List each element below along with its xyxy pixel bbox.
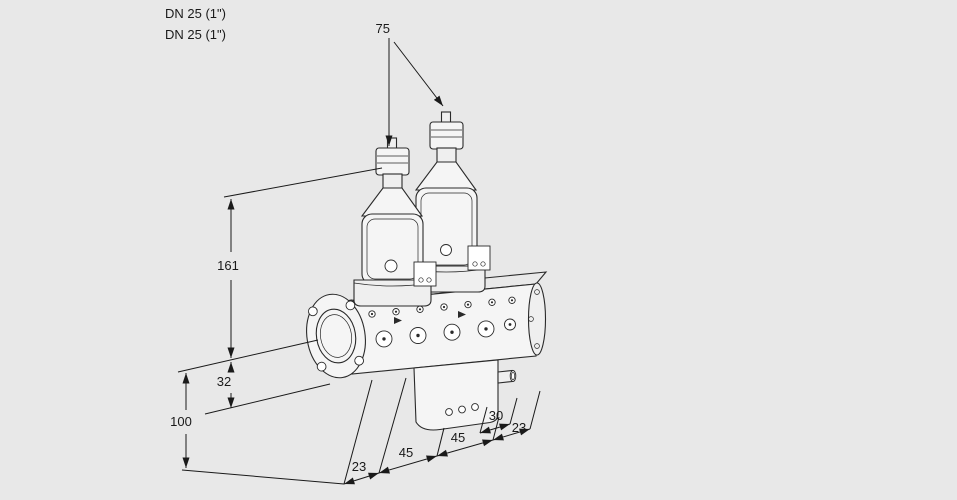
extension-line: [479, 406, 488, 434]
cable-gland-hole: [440, 244, 452, 256]
base-skirt: [353, 279, 432, 307]
dim-bottom-chain: [343, 377, 541, 485]
flange-thread: [319, 314, 353, 358]
terminal-box: [467, 245, 491, 271]
extension-line: [204, 383, 331, 415]
extension-line: [378, 377, 407, 474]
axis-extension-line: [177, 339, 319, 373]
dim-23-right-label: 23: [512, 420, 526, 435]
body-screw-row: [375, 318, 516, 348]
shoulder-cone: [360, 187, 424, 217]
pipe-flange: [306, 293, 366, 379]
flow-arrow-icon: [394, 317, 402, 324]
dim-45-right-label: 45: [451, 430, 465, 445]
neck: [436, 147, 457, 164]
valve-assembly: [306, 111, 548, 431]
cap-stub: [440, 111, 452, 124]
dim-45-left-label: 45: [399, 445, 413, 460]
dim-line: [479, 423, 511, 434]
extension-line: [181, 469, 345, 485]
cap: [375, 147, 410, 176]
cable-gland-hole: [384, 259, 398, 273]
block-front-face: [413, 359, 499, 431]
extension-line: [343, 379, 373, 485]
shoulder-cone: [414, 161, 478, 191]
extension-line: [223, 167, 383, 198]
extension-line: [509, 397, 518, 425]
end-bolt-icon: [534, 289, 540, 295]
block-hole: [445, 408, 453, 416]
flange-bolt-icon: [354, 355, 364, 366]
flange-disc: [306, 293, 366, 379]
extension-line: [436, 427, 445, 457]
block-side-port: [497, 369, 517, 384]
dim-100: [181, 373, 345, 485]
regulator-block: [413, 359, 517, 431]
dim-line: [343, 472, 380, 485]
flange-bolt-icon: [316, 361, 327, 372]
connection-label-2: DN 25 (1"): [165, 27, 226, 42]
dim-line: [378, 455, 438, 474]
dim-32-label: 32: [217, 374, 231, 389]
block-hole: [471, 403, 479, 411]
connection-label-1: DN 25 (1"): [165, 6, 226, 21]
block-hole: [458, 405, 466, 414]
dim-161-label: 161: [217, 258, 239, 273]
actuator-front: [353, 137, 437, 307]
dim-75-label: 75: [376, 21, 390, 36]
dimension-annotations: DN 25 (1") DN 25 (1") 75 161 32 100 23 4…: [165, 6, 541, 485]
leader-line: [393, 41, 444, 107]
neck: [382, 173, 403, 190]
dim-100-label: 100: [170, 414, 192, 429]
end-bolt-icon: [528, 316, 534, 322]
flange-bolt-icon: [308, 306, 318, 317]
dim-line: [492, 428, 531, 441]
flange-bolt-icon: [345, 300, 356, 311]
cap: [429, 121, 464, 150]
dim-161: [223, 167, 383, 358]
body-port-row: [368, 296, 516, 318]
flange-bore: [315, 308, 357, 364]
terminal-box: [413, 261, 437, 287]
dim-23-left-label: 23: [352, 459, 366, 474]
flow-arrow-icon: [458, 311, 466, 318]
dim-32: [204, 362, 331, 415]
body-end-face: [527, 282, 547, 356]
extension-line: [529, 390, 541, 430]
dim-30: [479, 397, 518, 434]
end-bolt-icon: [534, 343, 540, 349]
dim-line: [436, 439, 494, 457]
dim-75: [385, 38, 444, 146]
coil-face: [366, 218, 419, 280]
dim-30-label: 30: [489, 408, 503, 423]
